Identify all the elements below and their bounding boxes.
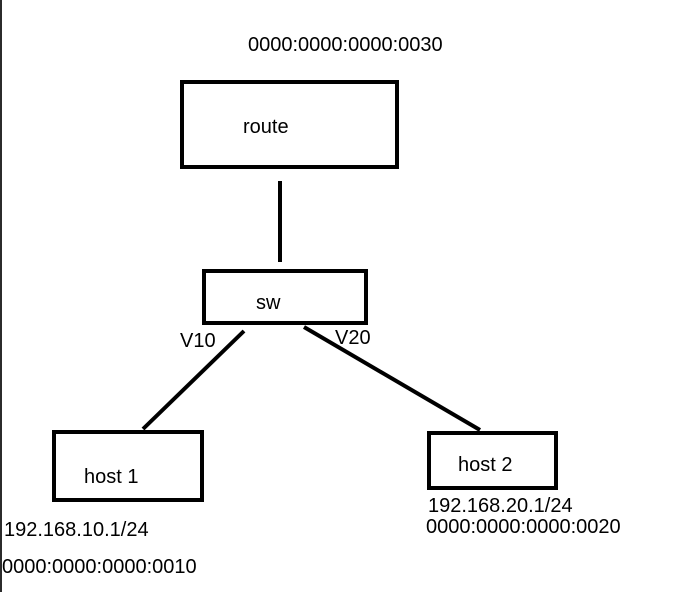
switch-label: sw	[256, 292, 281, 314]
host2-mac: 0000:0000:0000:0020	[426, 516, 621, 538]
vlan-20-label: V20	[335, 327, 371, 349]
host1-ip: 192.168.10.1/24	[4, 519, 149, 541]
host1-label: host 1	[84, 466, 139, 488]
router-mac: 0000:0000:0000:0030	[248, 34, 443, 56]
host2-label: host 2	[458, 454, 513, 476]
vlan-10-label: V10	[180, 330, 216, 352]
switch-host2-link	[302, 325, 482, 432]
host2-node: host 2	[427, 431, 558, 490]
host2-ip: 192.168.20.1/24	[428, 495, 573, 517]
host1-node: host 1	[52, 430, 204, 502]
host1-mac: 0000:0000:0000:0010	[2, 556, 197, 578]
router-node: route	[180, 80, 399, 169]
switch-node: sw	[202, 269, 368, 325]
router-label: route	[243, 116, 289, 138]
window-left-edge	[0, 0, 2, 592]
switch-host1-link	[141, 329, 246, 431]
